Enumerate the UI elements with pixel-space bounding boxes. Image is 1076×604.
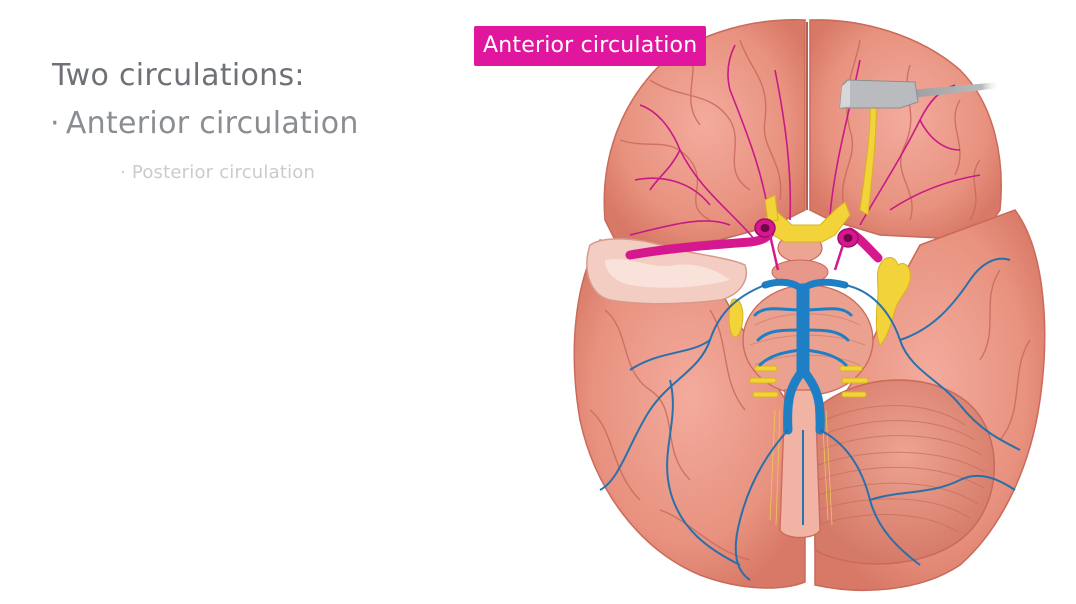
frontal-lobes [603,19,1002,251]
bullet-posterior-circulation: ·Posterior circulation [120,162,315,183]
bullet-marker: · [50,106,60,141]
brain-inferior-view-illustration [573,19,1046,591]
bullet-label: Anterior circulation [65,106,359,141]
bullet-label: Posterior circulation [131,162,316,183]
slide-title: Two circulations: [52,58,305,93]
bullet-marker: · [120,162,126,183]
posterior-circulation-arteries [599,257,1021,581]
anterior-circulation-label: Anterior circulation [474,26,707,66]
bullet-anterior-circulation: ·Anterior circulation [50,106,359,141]
anterior-circulation-arteries [625,218,883,271]
cranial-nerves [728,81,911,398]
retractor [839,79,1000,109]
